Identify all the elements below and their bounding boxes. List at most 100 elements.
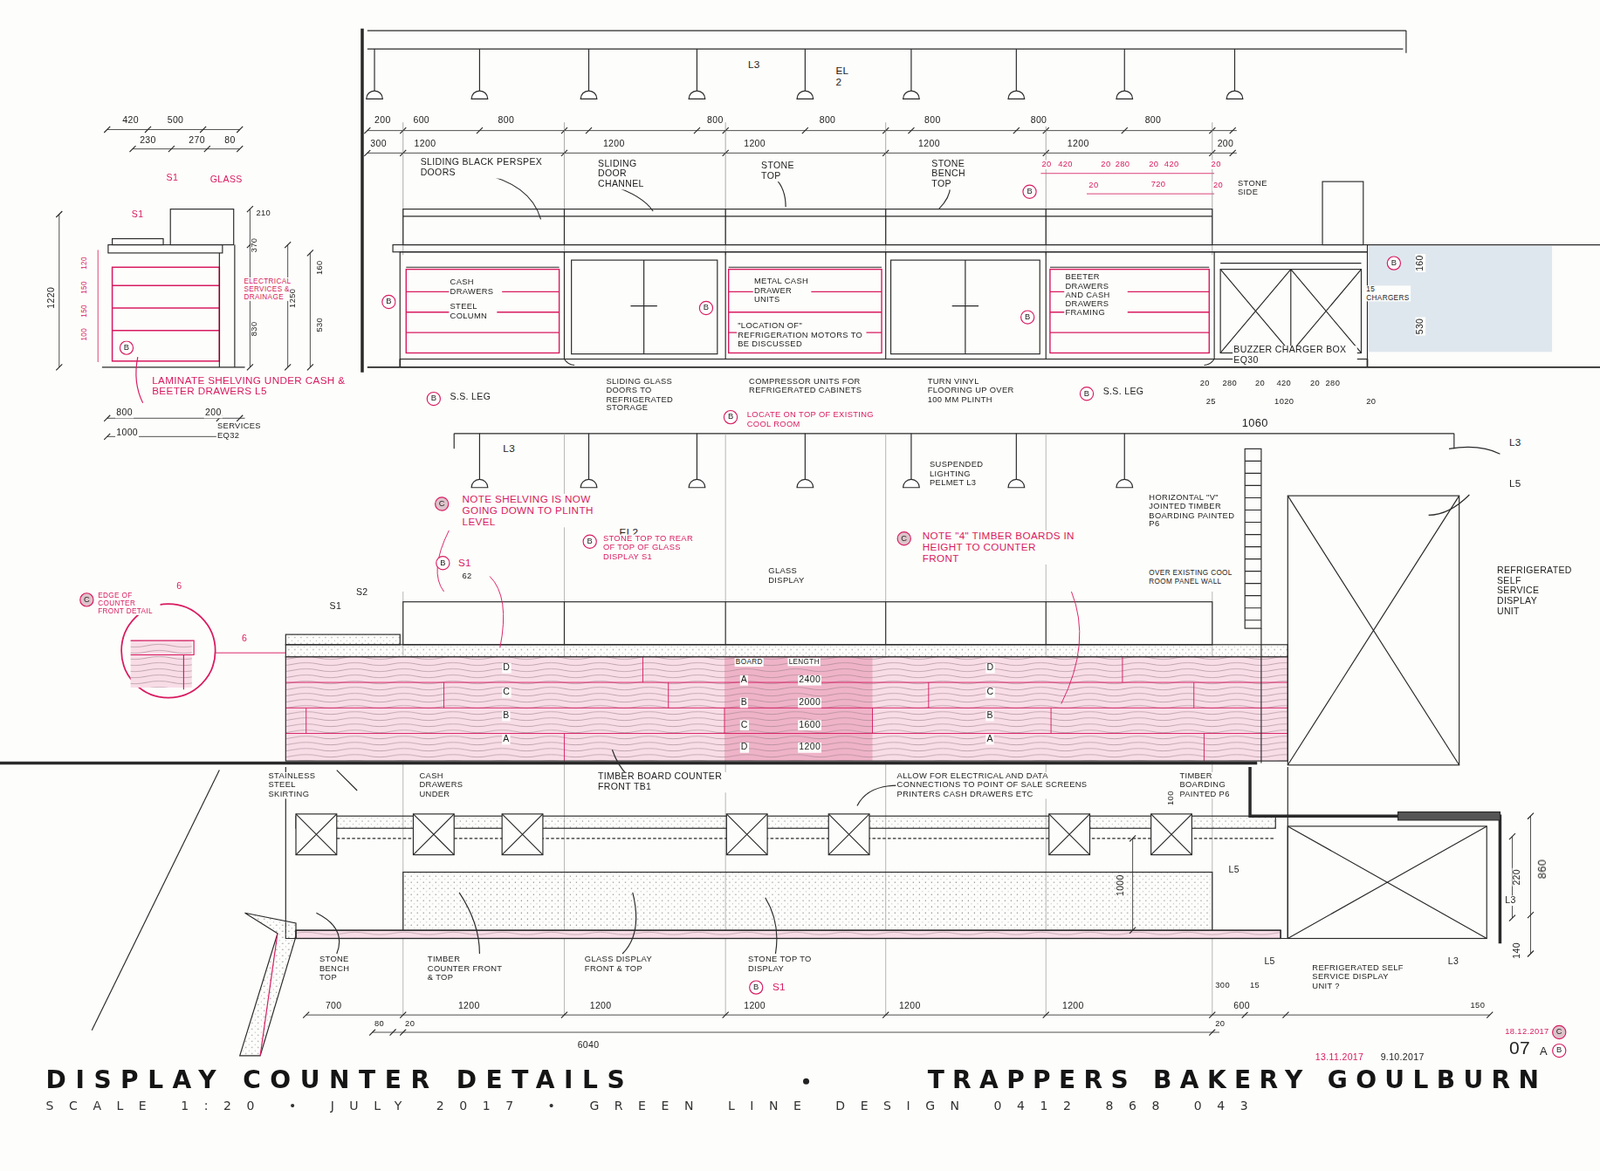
- annotation-label: B: [740, 698, 749, 709]
- annotation-label: BUZZER CHARGER BOX EQ30: [1232, 345, 1358, 366]
- annotation-label: 20: [1040, 160, 1052, 170]
- revision-circle: C: [434, 496, 449, 511]
- revision-circle: B: [1387, 255, 1401, 270]
- revision-letter: B: [753, 983, 759, 992]
- revision-circle: C: [897, 531, 912, 546]
- annotation-label: L3: [501, 442, 516, 454]
- annotation-label: 1060: [1241, 416, 1270, 429]
- annotation-label: 2000: [797, 698, 822, 709]
- revision-circle: B: [1022, 185, 1037, 200]
- annotation-label: L3: [1447, 957, 1461, 969]
- annotation-label: 15: [1249, 981, 1261, 991]
- revision-circle: B: [119, 340, 134, 355]
- annotation-label: 6: [175, 581, 184, 592]
- front-elevation: [0, 433, 1500, 1016]
- annotation-label: 20: [1199, 379, 1211, 389]
- annotation-label: 80: [223, 135, 237, 146]
- revision-letter: C: [1556, 1028, 1563, 1037]
- revision-letter: C: [900, 535, 907, 543]
- revision-circle: B: [1079, 386, 1094, 401]
- annotation-label: 100: [79, 327, 88, 343]
- annotation-label: BOARD: [734, 658, 764, 667]
- annotation-label: A: [985, 734, 995, 746]
- annotation-label: 1200: [917, 139, 941, 151]
- annotation-label: 200: [1215, 139, 1235, 151]
- annotation-label: C: [501, 687, 511, 699]
- annotation-label: 18.12.2017: [1503, 1028, 1551, 1037]
- annotation-label: 800: [1143, 116, 1162, 127]
- annotation-label: 800: [818, 116, 838, 127]
- annotation-label: ALLOW FOR ELECTRICAL AND DATA CONNECTION…: [895, 772, 1102, 800]
- annotation-label: 720: [1149, 180, 1167, 190]
- annotation-label: SUSPENDED LIGHTING PELMET L3: [928, 460, 1003, 488]
- annotation-label: NOTE "4" TIMBER BOARDS IN HEIGHT TO COUN…: [921, 530, 1078, 565]
- annotation-label: 1200: [589, 1002, 613, 1013]
- revision-circle: C: [79, 592, 94, 607]
- annotation-label: 800: [496, 116, 516, 127]
- annotation-label: "LOCATION OF" REFRIGERATION MOTORS TO BE…: [736, 322, 866, 350]
- revision-letter: B: [385, 297, 392, 306]
- annotation-label: 150: [79, 280, 88, 296]
- annotation-label: REFRIGERATED SELF SERVICE DISPLAY UNIT ?: [1311, 964, 1406, 992]
- annotation-label: 1200: [898, 1002, 922, 1013]
- annotation-label: EL 2: [834, 65, 855, 89]
- annotation-label: TRAPPERS BAKERY GOULBURN: [926, 1067, 1548, 1095]
- annotation-label: TURN VINYL FLOORING UP OVER 100 MM PLINT…: [926, 377, 1021, 406]
- annotation-label: 420: [1163, 160, 1181, 170]
- revision-circle: B: [1551, 1043, 1566, 1058]
- revision-circle: B: [426, 391, 441, 406]
- annotation-label: COMPRESSOR UNITS FOR REFRIGERATED CABINE…: [748, 377, 878, 397]
- revision-letter: C: [83, 596, 90, 605]
- annotation-label: 200: [373, 116, 392, 127]
- revision-circle: B: [381, 295, 396, 310]
- annotation-label: 280: [1114, 160, 1132, 170]
- annotation-label: 6: [240, 634, 249, 646]
- drawing-caption: SCALE 1:20 • JULY 2017 • GREEN LINE DESI…: [46, 1099, 1264, 1113]
- annotation-label: C: [740, 720, 749, 731]
- annotation-label: 07: [1508, 1038, 1532, 1059]
- revision-letter: B: [587, 537, 593, 546]
- annotation-label: 280: [1324, 379, 1341, 389]
- annotation-label: 20: [1254, 379, 1266, 389]
- annotation-label: 1200: [1061, 1002, 1085, 1013]
- annotation-label: 1000: [1115, 873, 1127, 898]
- revision-letter: B: [123, 343, 130, 352]
- plan-view: [91, 749, 1534, 1057]
- annotation-label: LENGTH: [787, 658, 821, 667]
- annotation-label: STAINLESS STEEL SKIRTING: [267, 772, 330, 800]
- annotation-label: 220: [1511, 868, 1523, 887]
- annotation-label: 420: [1275, 379, 1292, 389]
- annotation-label: 20: [1309, 379, 1321, 389]
- annotation-label: 1200: [602, 139, 626, 151]
- annotation-label: BEETER DRAWERS AND CASH DRAWERS FRAMING: [1064, 273, 1127, 318]
- annotation-label: 15 CHARGERS: [1365, 285, 1410, 302]
- annotation-label: 2400: [797, 675, 822, 687]
- revision-circle: C: [1551, 1025, 1566, 1040]
- annotation-label: S1: [164, 173, 179, 185]
- revision-letter: B: [1084, 390, 1090, 399]
- annotation-label: A: [501, 734, 511, 746]
- annotation-label: 20: [1365, 398, 1377, 407]
- annotation-label: 160: [315, 259, 325, 276]
- annotation-label: 860: [1534, 858, 1547, 881]
- annotation-label: STONE BENCH TOP: [318, 955, 367, 983]
- annotation-label: REFRIGERATED SELF SERVICE DISPLAY UNIT: [1496, 566, 1559, 618]
- revision-circle: B: [583, 535, 598, 550]
- annotation-label: 20: [1099, 160, 1112, 170]
- revision-circle: B: [723, 410, 738, 425]
- annotation-label: 120: [79, 255, 88, 271]
- revision-letter: B: [727, 412, 734, 421]
- annotation-label: CASH DRAWERS UNDER: [418, 772, 481, 800]
- annotation-label: 830: [250, 320, 260, 337]
- revision-letter: B: [1556, 1046, 1562, 1055]
- annotation-label: 20: [1212, 181, 1224, 191]
- annotation-label: L3: [1508, 436, 1523, 448]
- annotation-label: 600: [412, 116, 431, 127]
- annotation-label: 1200: [742, 1002, 767, 1013]
- annotation-label: 20: [1147, 160, 1160, 170]
- annotation-label: TIMBER BOARD COUNTER FRONT TB1: [597, 772, 742, 793]
- annotation-label: METAL CASH DRAWER UNITS: [753, 277, 812, 305]
- annotation-label: 420: [121, 116, 140, 127]
- annotation-label: 1220: [46, 286, 57, 310]
- annotation-label: 600: [1232, 1002, 1251, 1013]
